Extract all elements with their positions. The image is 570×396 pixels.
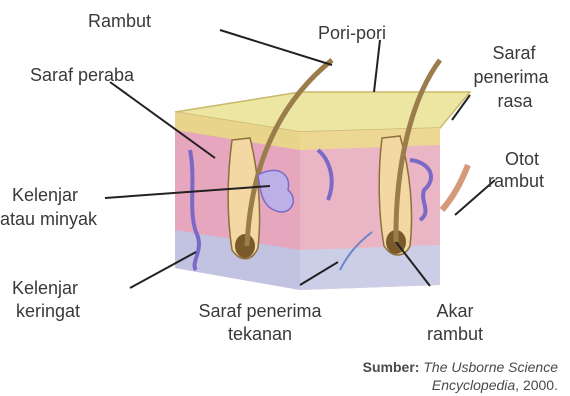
muscle-strand	[442, 165, 468, 210]
source-year: , 2000.	[515, 377, 558, 393]
label-saraf-penerima-rasa-3: rasa	[470, 90, 560, 112]
label-akar-rambut-2: rambut	[400, 323, 510, 345]
label-kelenjar-keringat-2: keringat	[16, 300, 80, 322]
hypodermis-right	[300, 245, 440, 290]
source-title-line-2: Encyclopedia	[432, 377, 515, 393]
label-kelenjar-minyak-2: atau minyak	[0, 208, 97, 230]
label-saraf-peraba: Saraf peraba	[30, 64, 134, 86]
label-akar-rambut-1: Akar	[400, 300, 510, 322]
source-citation: Sumber: The Usborne Science Encyclopedia…	[363, 358, 558, 394]
label-kelenjar-keringat-1: Kelenjar	[12, 277, 78, 299]
label-otot-rambut-2: rambut	[466, 170, 566, 192]
label-rambut: Rambut	[88, 10, 151, 32]
source-title-line-1: The Usborne Science	[423, 359, 558, 375]
label-kelenjar-minyak-1: Kelenjar	[12, 184, 78, 206]
label-saraf-penerima-rasa-2: penerima	[456, 66, 566, 88]
label-otot-rambut-1: Otot	[482, 148, 562, 170]
source-prefix: Sumber:	[363, 359, 420, 375]
label-saraf-penerima-tekanan-2: tekanan	[180, 323, 340, 345]
label-pori-pori: Pori-pori	[318, 22, 386, 44]
label-saraf-penerima-rasa-1: Saraf	[474, 42, 554, 64]
label-saraf-penerima-tekanan-1: Saraf penerima	[180, 300, 340, 322]
